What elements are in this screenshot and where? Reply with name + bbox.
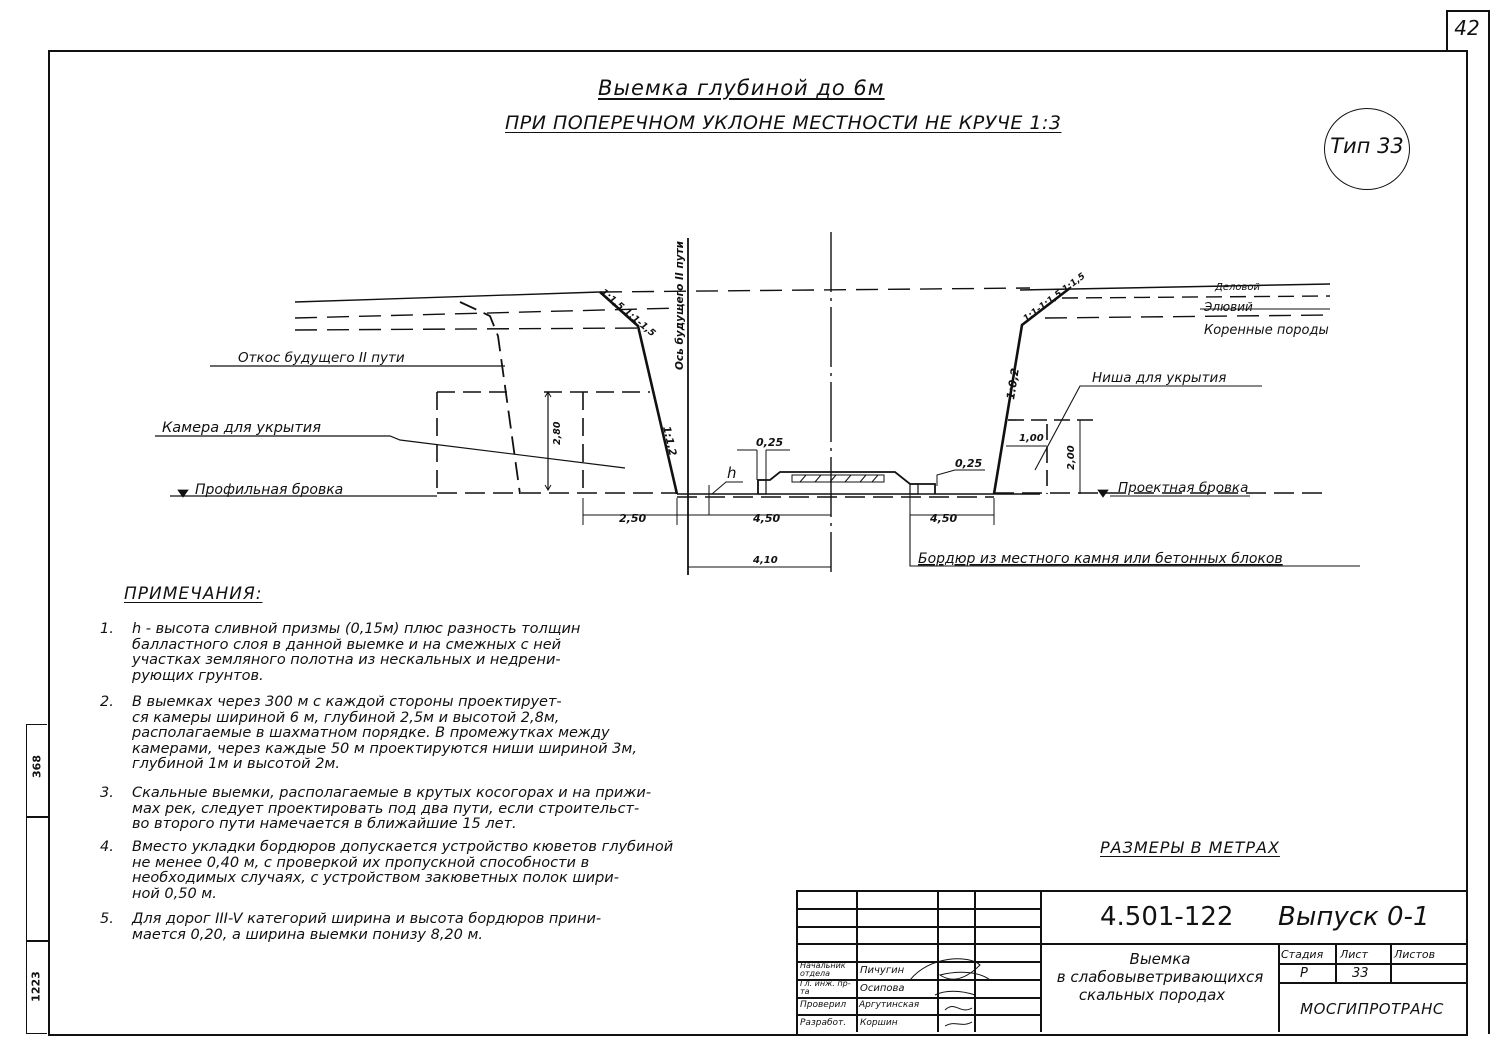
dim-border-right: 0,25: [955, 457, 982, 470]
note-number: 5.: [100, 911, 114, 927]
note-line: располагаемые в шахматном порядке. В про…: [132, 725, 610, 742]
note-line: рующих грунтов.: [132, 667, 264, 684]
units-note: Размеры в метрах: [1100, 838, 1280, 857]
label-bedrock: Коренные породы: [1204, 323, 1329, 338]
inventory-number-top: 368: [30, 755, 44, 778]
sig-name-2: Осипова: [860, 983, 905, 994]
note-line: камерами, через каждые 50 м проектируютс…: [132, 740, 637, 757]
drawing-subtitle: при поперечном уклоне местности не круче…: [505, 112, 1062, 134]
sig-name-3: Аргутинская: [859, 1000, 920, 1010]
slope-right-lower: 1:0,2: [1004, 367, 1022, 401]
label-shelter-chamber: Камера для укрытия: [162, 420, 321, 436]
note-line: Для дорог III-V категорий ширина и высот…: [132, 911, 602, 927]
document-issue: Выпуск 0-1: [1278, 902, 1430, 932]
document-code: 4.501-122: [1100, 902, 1234, 932]
label-h: h: [727, 464, 737, 482]
label-eluvium: Элювий: [1203, 300, 1253, 314]
signature-marks: [909, 958, 991, 1027]
note-line: не менее 0,40 м, с проверкой их пропускн…: [132, 854, 590, 871]
type-badge-label: Тип 33: [1330, 134, 1404, 158]
label-axis-future: Ось будущего II пути: [674, 240, 686, 370]
sig-role-3: Проверил: [800, 1000, 847, 1010]
label-future-slope: Откос будущего II пути: [238, 350, 405, 366]
document-name-1: Выемка: [1129, 950, 1191, 968]
note-line: участках земляного полотна из нескальных…: [132, 652, 561, 669]
label-design-edge: Проектная бровка: [1118, 480, 1248, 496]
sig-role-2: Гл. инж. пр-та: [800, 979, 851, 996]
note-line: ся камеры шириной 6 м, глубиной 2,5м и в…: [132, 709, 560, 726]
tb-col-divider: [1278, 943, 1280, 1032]
dim-niche-height: 2,00: [1066, 445, 1077, 470]
dim-niche-depth: 1,00: [1019, 433, 1044, 444]
page-number-box: [1446, 10, 1490, 52]
sig-role-4: Разработ.: [800, 1018, 847, 1028]
stage-value: Р: [1300, 966, 1308, 981]
dim-chamber-height: 2,80: [552, 421, 563, 445]
note-line: h - высота сливной призмы (0,15м) плюс р…: [132, 621, 581, 637]
sig-name-4: Коршин: [860, 1018, 898, 1028]
note-line: глубиной 1м и высотой 2м.: [132, 756, 340, 773]
sig-name-1: Пичугин: [860, 965, 905, 976]
note-line: во второго пути намечается в ближайшие 1…: [132, 816, 517, 833]
note-line: мается 0,20, а ширина выемки понизу 8,20…: [132, 926, 484, 943]
slope-left-lower: 1:1,2: [660, 425, 678, 457]
label-profile-edge: Профильная бровка: [195, 482, 343, 498]
dim-border-left: 0,25: [756, 436, 783, 449]
tb-grid-left: [796, 890, 1042, 1032]
frame-right-outer: [1488, 10, 1490, 1034]
document-name-3: скальных породах: [1078, 986, 1226, 1004]
slope-left-upper: 1:1,5 1:1-1,5: [598, 287, 658, 340]
note-line: В выемках через 300 м с каждой стороны п…: [132, 694, 562, 710]
note-number: 3.: [100, 785, 114, 801]
sig-role-1: Начальник отдела: [800, 961, 846, 978]
label-border-stone: Бордюр из местного камня или бетонных бл…: [918, 551, 1283, 567]
page-number: 42: [1454, 16, 1480, 40]
note-line: Скальные выемки, располагаемые в крутых …: [132, 785, 652, 801]
note-line: ной 0,50 м.: [132, 885, 217, 902]
dim-width-right: 4,50: [929, 512, 957, 525]
sheets-label: Листов: [1394, 948, 1436, 961]
note-line: балластного слоя в данной выемке и на см…: [132, 636, 562, 653]
tb-col-2: [1335, 943, 1337, 983]
tb-col-3: [1390, 943, 1392, 983]
label-soil-top: Деловой: [1214, 282, 1260, 293]
cross-section-drawing: Откос будущего II пути Камера для укрыти…: [155, 232, 1360, 575]
label-shelter-niche: Ниша для укрытия: [1092, 370, 1226, 386]
sheet-label: Лист: [1340, 948, 1368, 961]
note-number: 1.: [100, 621, 114, 637]
organization: Мосгипротранс: [1300, 1000, 1444, 1018]
inventory-number-bottom: 1223: [29, 971, 43, 1002]
notes-heading: Примечания:: [124, 584, 263, 604]
sheet-value: 33: [1352, 966, 1369, 981]
dim-width-mid: 4,50: [752, 512, 780, 525]
type-badge: [1324, 108, 1410, 190]
sheet-frame: [48, 50, 1468, 1036]
dim-width-left: 2,50: [619, 512, 646, 525]
tb-stage-row2: [1278, 982, 1466, 984]
tb-stage-row: [1278, 963, 1466, 965]
note-line: мах рек, следует проектировать под два п…: [132, 800, 640, 817]
document-name-2: в слабовыветривающихся: [1056, 968, 1264, 986]
note-line: необходимых случаях, с устройством закюв…: [132, 870, 619, 887]
note-number: 4.: [100, 839, 114, 855]
stage-label: Стадия: [1281, 948, 1324, 961]
note-line: Вместо укладки бордюров допускается устр…: [132, 839, 674, 855]
frame-right-inner: [1466, 50, 1468, 1034]
margin-stamp: [26, 724, 47, 1034]
tb-row-divider: [1042, 943, 1466, 945]
drawing-title: Выемка глубиной до 6м: [598, 76, 885, 100]
margin-divider: [26, 940, 48, 942]
dim-axis-offset: 4,10: [752, 555, 778, 566]
margin-divider: [26, 816, 48, 818]
note-number: 2.: [100, 694, 114, 710]
